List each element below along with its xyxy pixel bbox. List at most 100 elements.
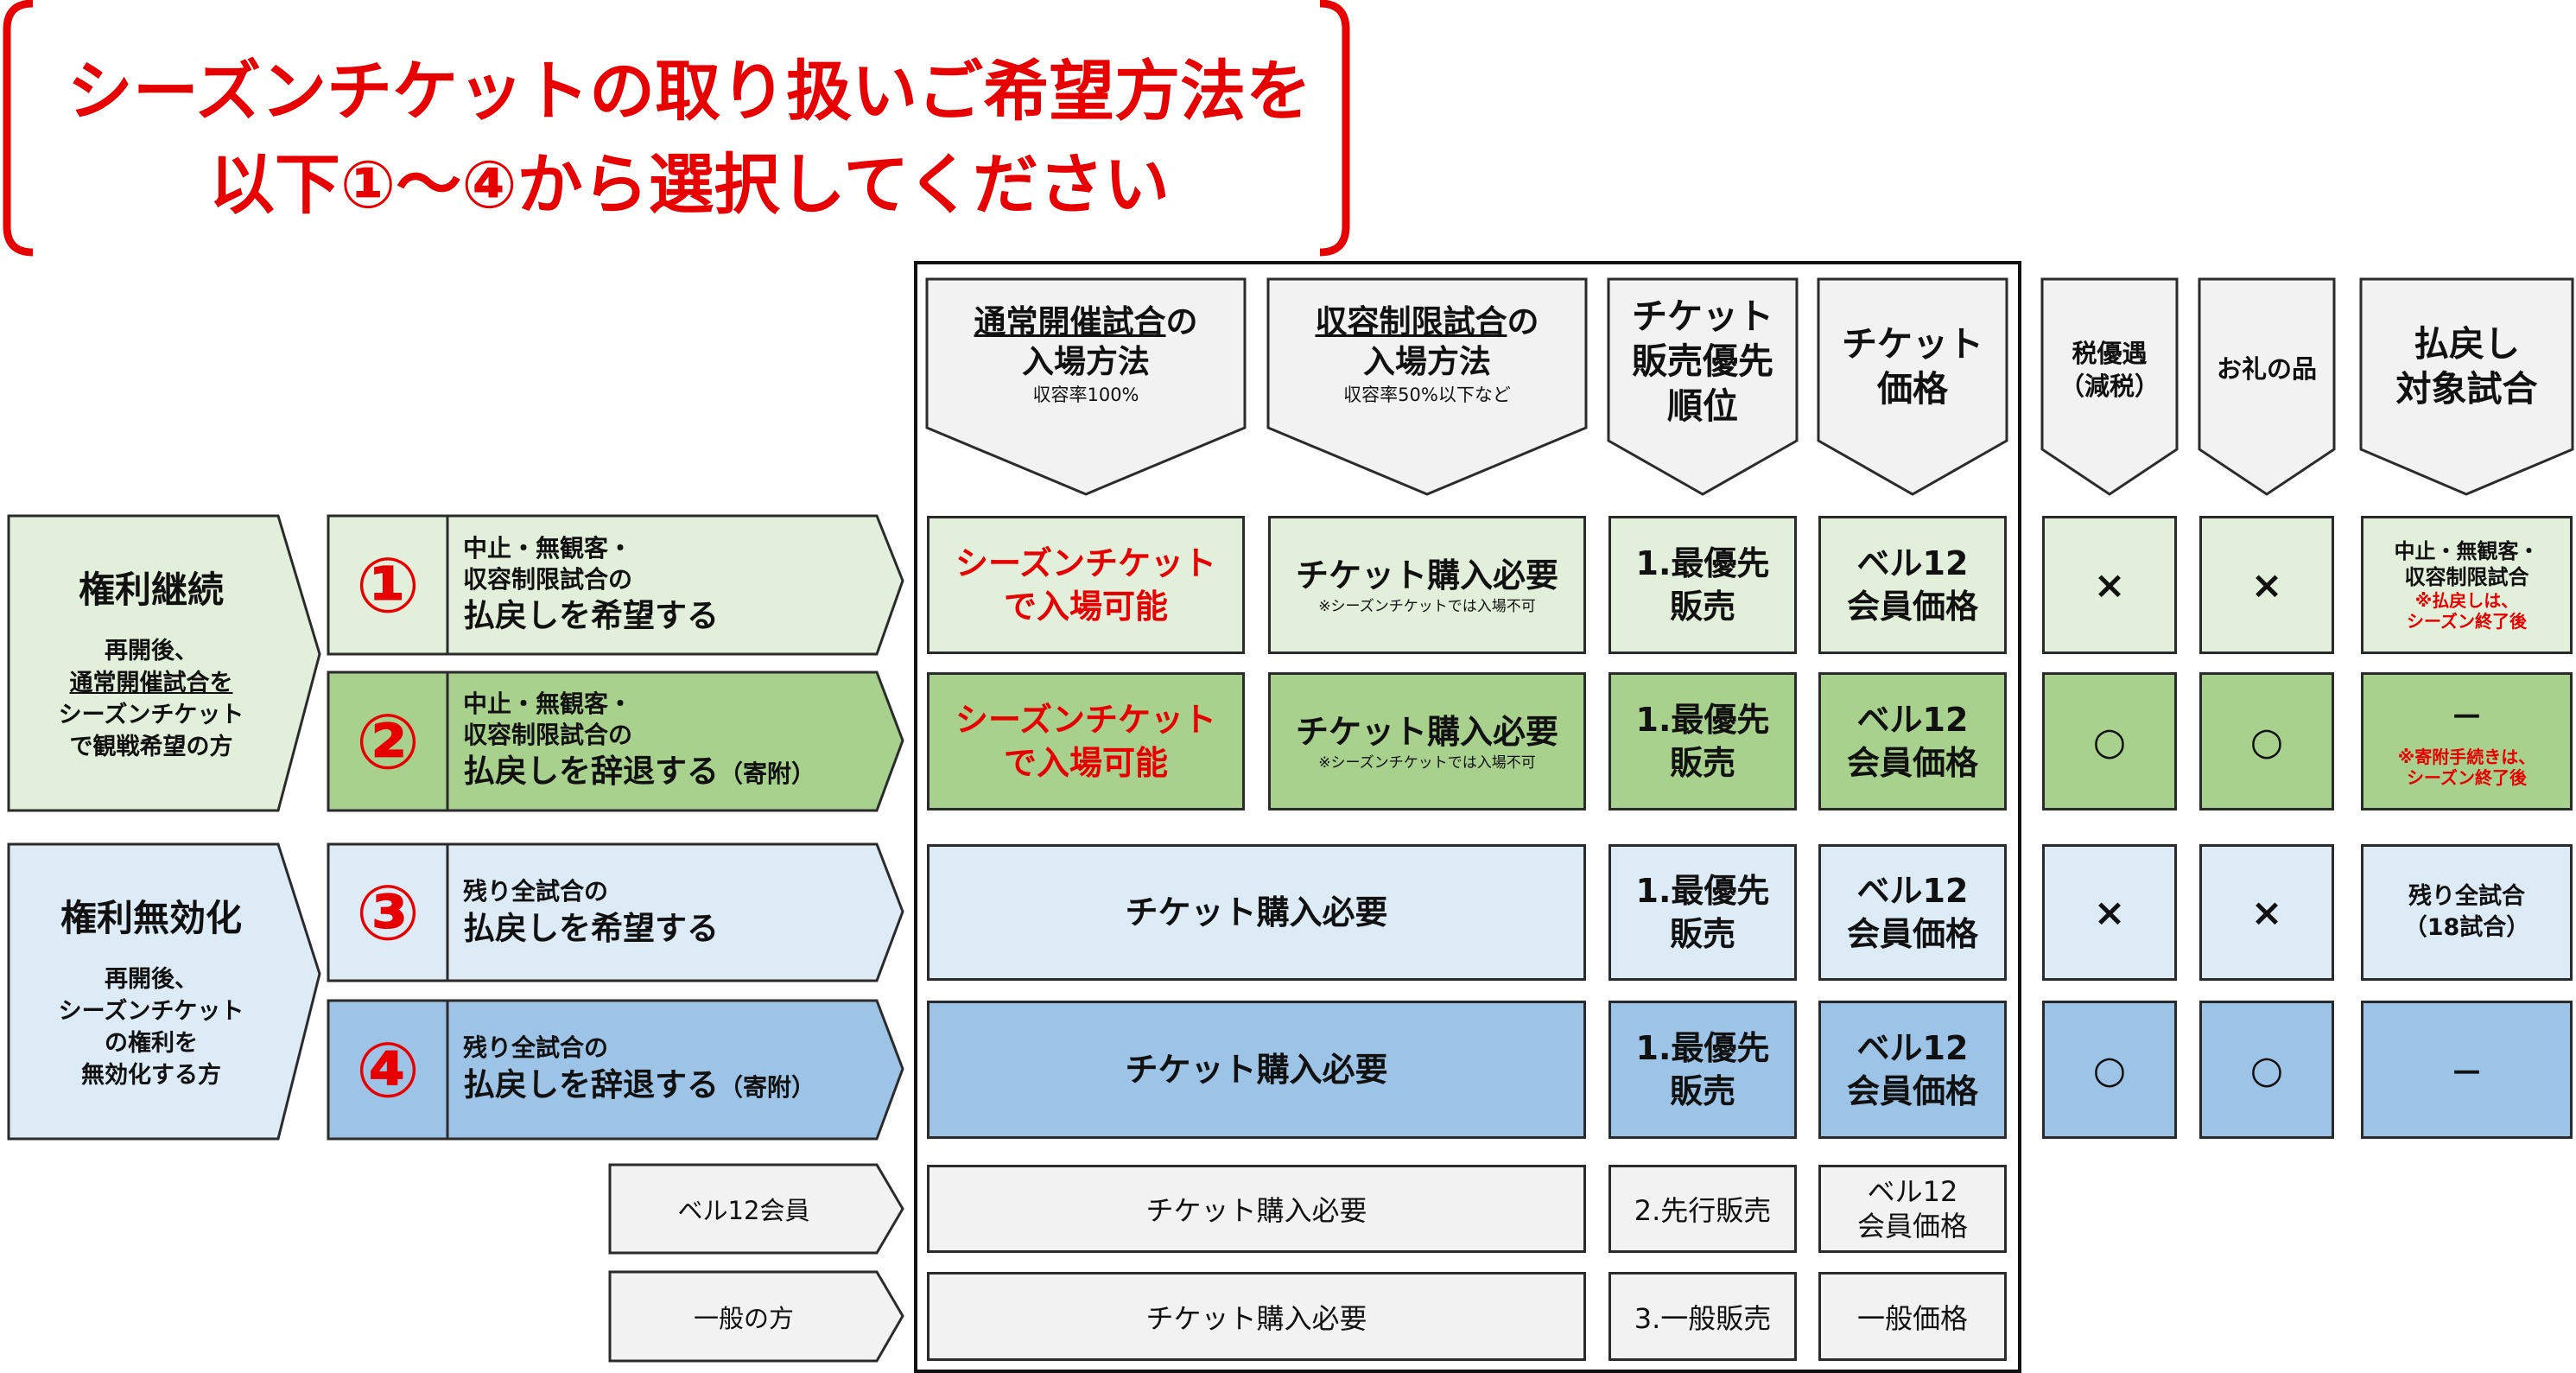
row3-tax: ×: [2042, 844, 2177, 981]
header-limited-sub: 収容率50%以下など: [1343, 385, 1511, 405]
row3-refund: 残り全試合 （18試合）: [2361, 844, 2573, 981]
row1-normal: シーズンチケット で入場可能: [927, 516, 1245, 654]
row2-normal: シーズンチケット で入場可能: [927, 672, 1245, 810]
row2-refund-dash: －: [2450, 698, 2484, 736]
row3-price-line2: 会員価格: [1846, 915, 1978, 953]
header-price-line1: チケット: [1842, 323, 1983, 365]
row2-priority-line2: 販売: [1669, 744, 1735, 782]
row3-entry-text: チケット購入必要: [1125, 893, 1388, 931]
header-normal-entry: 通常開催試合の 入場方法 収容率100%: [927, 302, 1245, 408]
header-shape-normal: [925, 277, 1247, 496]
group-continue-desc-4: で観戦希望の方: [69, 733, 233, 760]
other1-priority-text: 2.先行販売: [1634, 1194, 1772, 1227]
row4-refund-dash: －: [2450, 1053, 2484, 1092]
group-continue-title: 権利継続: [78, 568, 224, 611]
group-invalidate-desc-1: 再開後、: [105, 965, 198, 993]
row4-gift: ○: [2199, 1001, 2334, 1139]
other1-price: ベル12 会員価格: [1818, 1165, 2007, 1253]
row4-tax-mark: ○: [2092, 1047, 2127, 1092]
group-invalidate-desc-4: 無効化する方: [81, 1061, 221, 1089]
main-frame: [914, 261, 2021, 1373]
row4-price-line1: ベル12: [1856, 1029, 1969, 1067]
other2-price: 一般価格: [1818, 1272, 2007, 1361]
header-limited-suffix: の: [1507, 303, 1539, 340]
other-label-1: ベル12会員: [677, 1196, 810, 1225]
row1-refund-line2: 収容制限試合: [2404, 565, 2529, 589]
option-1-line3: 払戻しを希望する: [463, 597, 719, 634]
header-tax-line1: 税優遇: [2072, 339, 2148, 368]
option-2-line1: 中止・無観客・: [463, 689, 633, 718]
header-refund-line2: 対象試合: [2395, 368, 2538, 410]
group-continue-desc-2: 通常開催試合を: [69, 669, 233, 696]
option-number-2: ②: [355, 696, 421, 786]
row4-price: ベル12 会員価格: [1818, 1001, 2007, 1139]
other1-priority: 2.先行販売: [1608, 1165, 1797, 1253]
row4-price-line2: 会員価格: [1846, 1072, 1978, 1110]
option-2-suffix: （寄附）: [719, 759, 816, 788]
option-text-4: 残り全試合の 払戻しを辞退する（寄附）: [463, 1001, 869, 1139]
row1-normal-line1: シーズンチケット: [955, 544, 1217, 582]
header-refund-line1: 払戻し: [2414, 323, 2520, 365]
header-tax-line2: （減税）: [2059, 372, 2160, 401]
row2-limited-note: ※シーズンチケットでは入場不可: [1318, 754, 1536, 772]
header-shapes: [925, 277, 2574, 496]
option-number-1: ①: [355, 540, 421, 630]
row2-tax: ○: [2042, 672, 2177, 810]
row4-entry-text: チケット購入必要: [1125, 1051, 1388, 1089]
row3-tax-mark: ×: [2093, 890, 2126, 935]
group-invalidate-desc-2: シーズンチケット: [58, 997, 244, 1025]
other2-price-text: 一般価格: [1856, 1301, 1968, 1335]
group-invalidate: 権利無効化 再開後、 シーズンチケット の権利を 無効化する方: [9, 844, 294, 1139]
row1-tax-mark: ×: [2093, 563, 2126, 607]
other2-entry-text: チケット購入必要: [1145, 1301, 1367, 1335]
row1-gift: ×: [2199, 516, 2334, 654]
other2-entry: チケット購入必要: [927, 1272, 1586, 1361]
group-invalidate-desc-3: の権利を: [105, 1029, 198, 1057]
header-price: チケット 価格: [1818, 321, 2007, 411]
other2-priority-text: 3.一般販売: [1634, 1301, 1772, 1335]
header-gift: お礼の品: [2199, 353, 2334, 385]
row1-refund-line1: 中止・無観客・: [2394, 539, 2540, 563]
row1-price-line1: ベル12: [1856, 544, 1969, 582]
row3-priority: 1.最優先 販売: [1608, 844, 1797, 981]
row2-gift-mark: ○: [2249, 719, 2284, 764]
option-3-line1: 残り全試合の: [463, 877, 609, 906]
option-arrow-4: [327, 999, 904, 1141]
header-shape-limited: [1266, 277, 1588, 496]
header-shape-price: [1817, 277, 2008, 496]
row1-priority-line2: 販売: [1669, 588, 1735, 626]
header-shape-gift: [2198, 277, 2336, 496]
other1-entry-text: チケット購入必要: [1145, 1194, 1367, 1227]
row4-refund: －: [2361, 1001, 2573, 1139]
row1-priority-line1: 1.最優先: [1635, 544, 1770, 582]
row2-refund: － ※寄附手続きは、 シーズン終了後: [2361, 672, 2573, 810]
row3-price: ベル12 会員価格: [1818, 844, 2007, 981]
header-refund: 払戻し 対象試合: [2361, 321, 2573, 411]
page-title-line2: 以下①〜④から選択してください: [208, 146, 1171, 223]
row2-refund-note2: シーズン終了後: [2407, 767, 2527, 788]
header-limited-line1: 収容制限試合: [1315, 303, 1507, 340]
option-text-1: 中止・無観客・ 収容制限試合の 払戻しを希望する: [463, 516, 869, 654]
option-4-line3: 払戻しを辞退する: [463, 1065, 719, 1103]
page-title-line1: シーズンチケットの取り扱いご希望方法を: [67, 53, 1312, 130]
header-limited-line2: 入場方法: [1363, 343, 1491, 380]
group-shape-continue: [7, 514, 321, 812]
row2-price: ベル12 会員価格: [1818, 672, 2007, 810]
header-priority-line1: チケット: [1632, 296, 1773, 337]
option-arrow-2: [327, 671, 904, 812]
row4-priority-line2: 販売: [1669, 1072, 1735, 1110]
row1-priority: 1.最優先 販売: [1608, 516, 1797, 654]
other-arrow-2: [608, 1270, 904, 1363]
row2-tax-mark: ○: [2092, 719, 2127, 764]
header-normal-sub: 収容率100%: [1032, 385, 1139, 405]
row4-priority: 1.最優先 販売: [1608, 1001, 1797, 1139]
row1-tax: ×: [2042, 516, 2177, 654]
row4-tax: ○: [2042, 1001, 2177, 1139]
other2-priority: 3.一般販売: [1608, 1272, 1797, 1361]
row1-refund-note2: シーズン終了後: [2407, 611, 2527, 632]
option-text-3: 残り全試合の 払戻しを希望する: [463, 844, 869, 981]
header-tax: 税優遇 （減税）: [2042, 337, 2177, 403]
row2-refund-note1: ※寄附手続きは、: [2397, 747, 2536, 767]
